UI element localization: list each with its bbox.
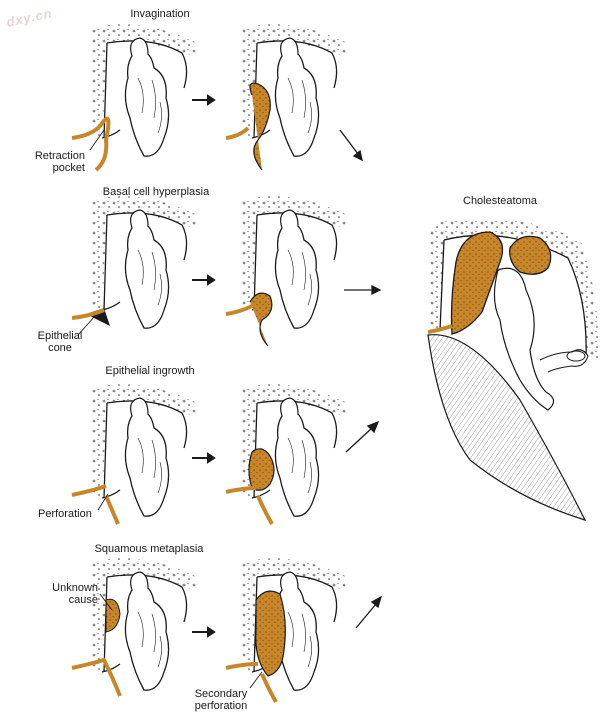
row1-arrow [192,96,214,104]
row2-title: Basal cell hyperplasia [76,186,236,198]
leader-secondary [250,672,262,688]
row2-left-ear [90,196,197,328]
to-result-arrow-2 [344,286,380,294]
secondary-mass [256,591,286,676]
cholesteatoma-illustration [428,218,598,520]
basal-growth [250,293,272,346]
row2-arrow [192,276,214,284]
row1-title: Invagination [110,8,210,20]
ingrowth-mass [249,449,274,490]
invagination-pocket [250,83,270,170]
row4-title: Squamous metaplasia [74,543,224,555]
row4-arrow [192,628,214,636]
row3-arrow [192,454,214,462]
to-result-arrow-3 [346,422,378,452]
row3-title: Epithelial ingrowth [80,365,220,377]
to-result-arrow-1 [340,130,362,160]
to-result-arrow-4 [356,597,381,628]
result-title: Cholesteatoma [440,195,560,207]
perforation-label: Perforation [38,508,92,520]
cholesteatoma-mass-2 [510,236,551,274]
